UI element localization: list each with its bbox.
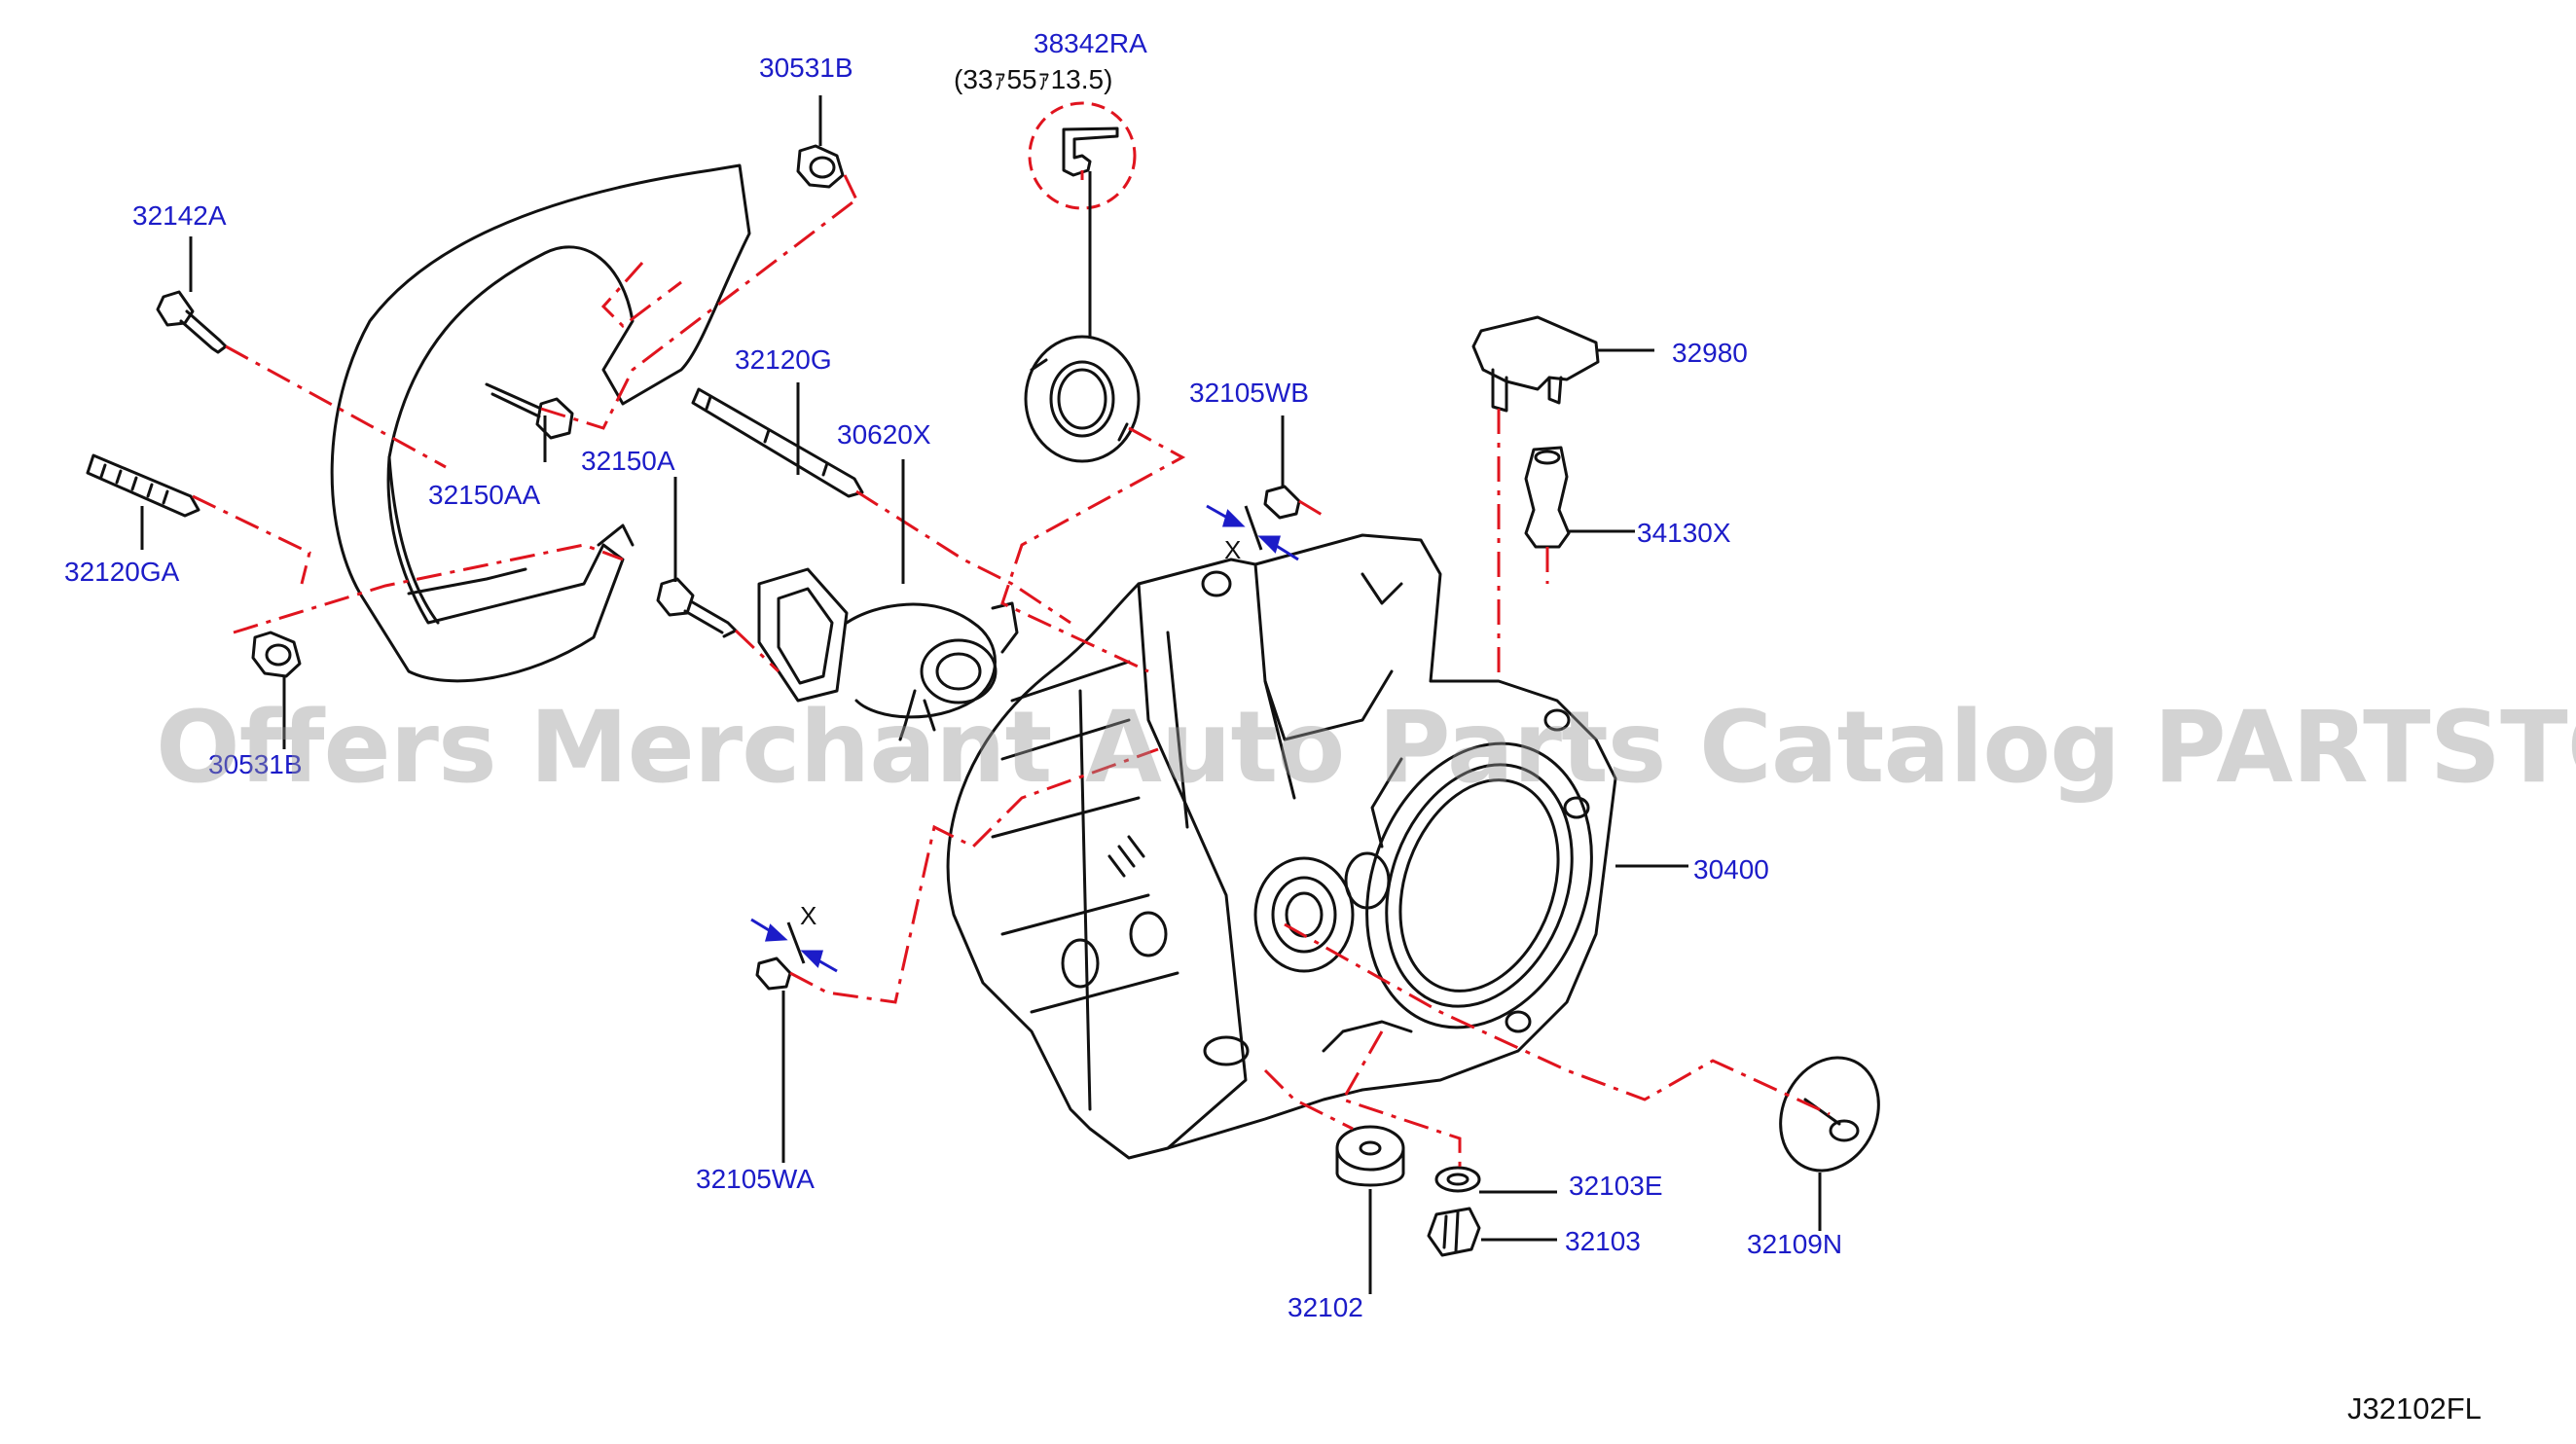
sensor-32980: [1471, 315, 1600, 413]
callout-32109n[interactable]: 32109N: [1747, 1229, 1843, 1259]
callout-30531b-top[interactable]: 30531B: [759, 53, 853, 83]
washer-32102: [1335, 1125, 1405, 1187]
washer-32103e: [1434, 1166, 1481, 1193]
callout-32105wa[interactable]: 32105WA: [696, 1164, 815, 1194]
callout-32980[interactable]: 32980: [1672, 338, 1748, 368]
release-bearing-30620x: [757, 567, 1019, 741]
callout-32120ga[interactable]: 32120GA: [64, 557, 180, 587]
oil-seal-ring: [1024, 335, 1141, 463]
callout-32150a[interactable]: 32150A: [581, 446, 675, 476]
callout-30400[interactable]: 30400: [1693, 854, 1769, 884]
transmission-case-30400: [946, 533, 1617, 1160]
drawing-id: J32102FL: [2347, 1391, 2482, 1426]
bolt-32142a: [156, 290, 228, 354]
dimension-markers: [750, 504, 1299, 973]
callout-32105wb[interactable]: 32105WB: [1189, 378, 1309, 408]
callout-32103e[interactable]: 32103E: [1569, 1171, 1663, 1201]
stud-32120g: [691, 387, 864, 498]
nut-30531b-bottom: [251, 631, 302, 678]
callout-32102[interactable]: 32102: [1288, 1292, 1363, 1322]
callout-32150aa[interactable]: 32150AA: [428, 480, 541, 510]
callout-34130x[interactable]: 34130X: [1637, 518, 1731, 548]
bolt-32150a: [656, 577, 738, 638]
nut-30531b-top: [796, 144, 845, 189]
housing-cover-plate: [330, 163, 751, 683]
dimension-x-lower: X: [800, 901, 817, 930]
callout-38342ra[interactable]: 38342RA: [1034, 28, 1147, 58]
red-leaders: [192, 170, 1831, 1168]
callout-32142a[interactable]: 32142A: [132, 200, 227, 231]
adapter-34130x: [1524, 446, 1571, 549]
watermark: Offers Merchant Auto Parts Catalog PARTS…: [156, 690, 2576, 806]
bolt-32150aa: [485, 382, 574, 440]
callout-30531b-bottom[interactable]: 30531B: [208, 749, 303, 779]
plug-32103: [1427, 1207, 1481, 1257]
dowel-pin-32105wb: [1263, 485, 1301, 520]
callout-38342ra-spec: (33ｧ55ｧ13.5): [954, 64, 1113, 94]
callout-30620x[interactable]: 30620X: [837, 419, 931, 450]
dowel-pin-32105wa: [755, 957, 792, 991]
oil-seal-cross-section: [1062, 126, 1119, 177]
dimension-x-upper: X: [1224, 535, 1242, 564]
seal-detail-circle: [1028, 101, 1137, 210]
callout-leaders: [140, 95, 1822, 1294]
callout-32103[interactable]: 32103: [1565, 1226, 1641, 1256]
stud-32120ga: [86, 453, 200, 518]
callout-32120g[interactable]: 32120G: [735, 344, 832, 375]
